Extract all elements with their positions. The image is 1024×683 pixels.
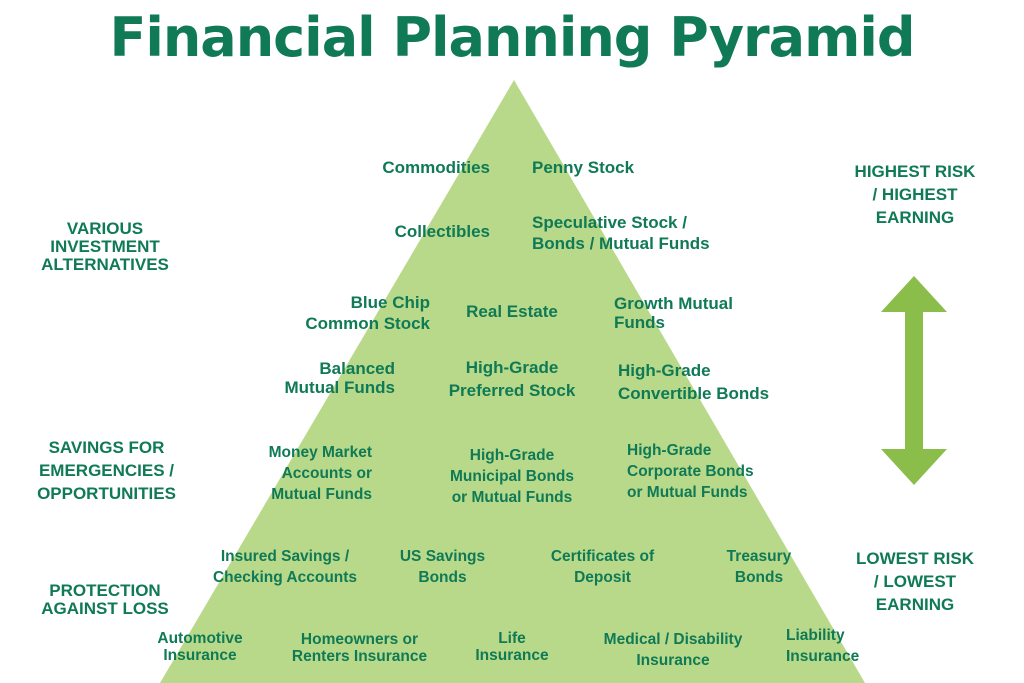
item-collectibles: Collectibles (394, 222, 490, 241)
item-penny-stock: Penny Stock (532, 158, 635, 177)
item-insured-savings: Insured Savings /Checking Accounts (212, 548, 358, 586)
double-headed-arrow-icon (881, 276, 947, 485)
item-commodities: Commodities (382, 158, 490, 177)
item-speculative: Speculative Stock /Bonds / Mutual Funds (532, 213, 710, 253)
page-title: Financial Planning Pyramid (109, 6, 915, 69)
pyramid-triangle (160, 80, 865, 683)
item-real-estate: Real Estate (466, 302, 558, 321)
